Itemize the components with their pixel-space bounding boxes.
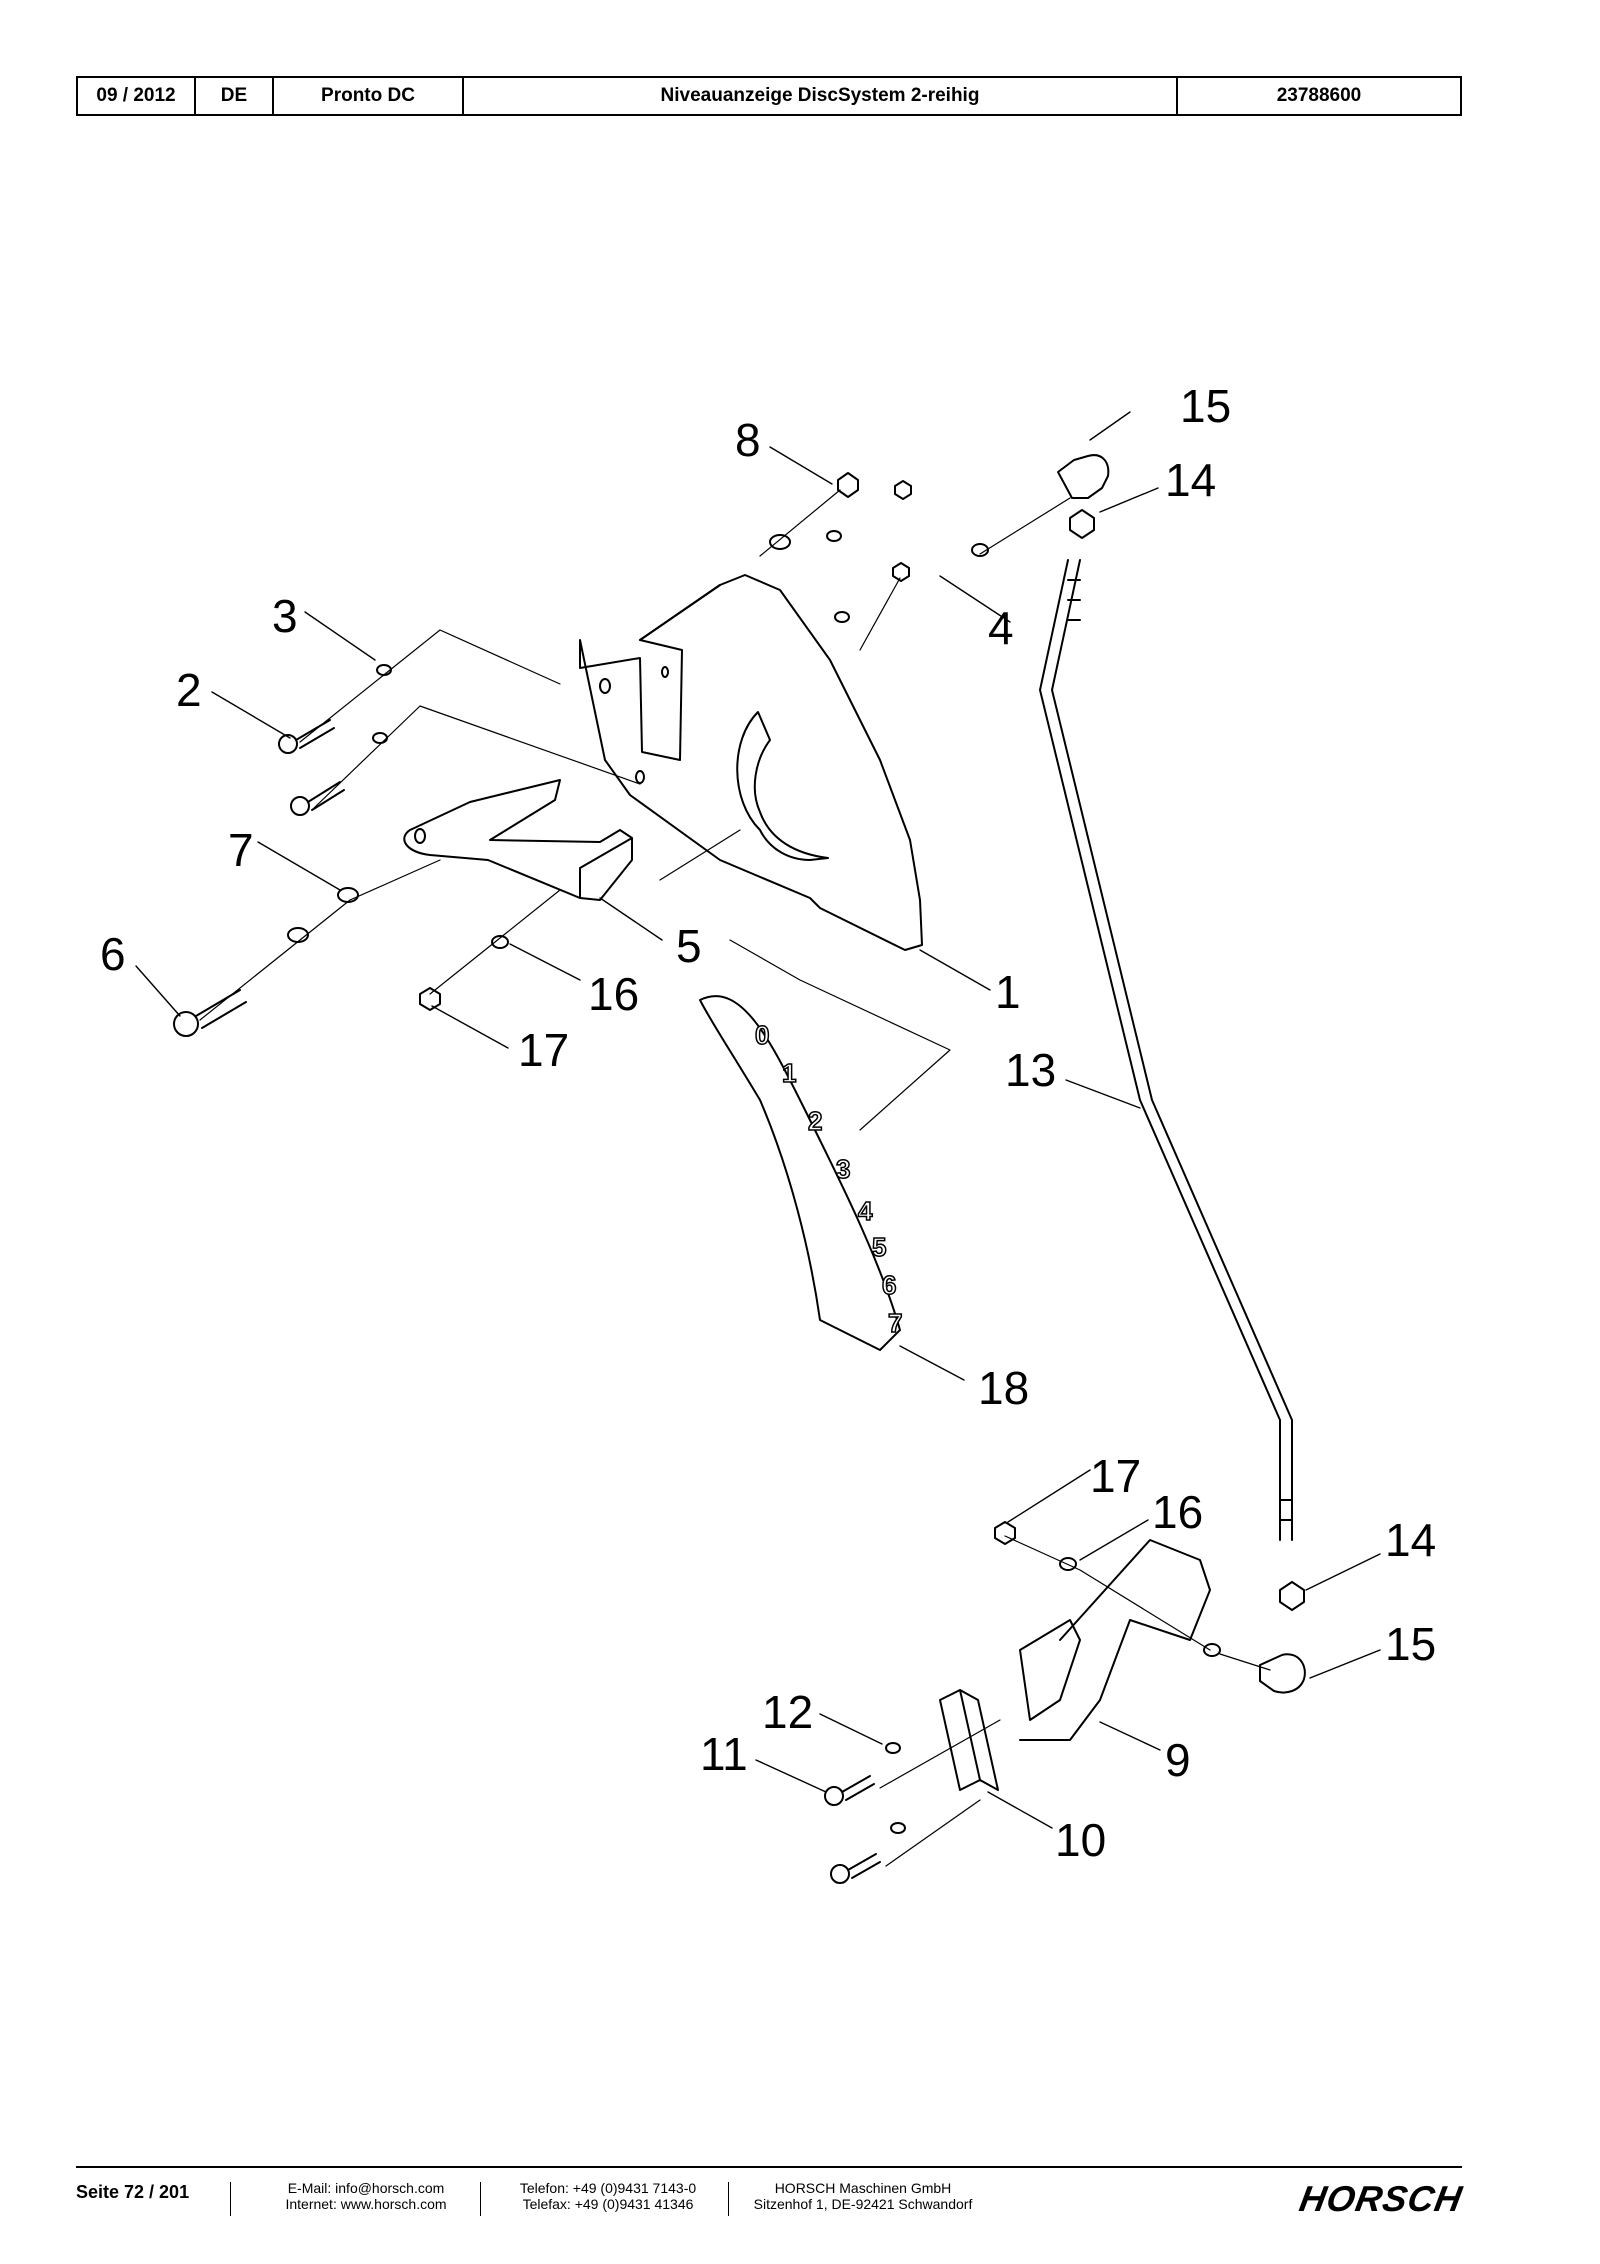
scale-number: 1 (782, 1058, 796, 1088)
callout-1: 1 (995, 966, 1021, 1018)
scale-number: 2 (808, 1106, 822, 1136)
callout-11: 11 (700, 1728, 748, 1780)
callout-18: 18 (978, 1362, 1029, 1414)
callout-10: 10 (1055, 1814, 1106, 1866)
footer-separator (230, 2182, 231, 2216)
scale-number: 5 (872, 1232, 886, 1262)
footer-email: E-Mail: info@horsch.com (287, 2180, 445, 2196)
part-1-plate (579, 574, 923, 951)
scale-number: 0 (755, 1020, 769, 1050)
callout-17-top: 17 (518, 1024, 569, 1076)
callout-7: 7 (228, 824, 254, 876)
footer-separator (728, 2182, 729, 2216)
callout-2: 2 (176, 664, 202, 716)
callout-14-bottom: 14 (1385, 1514, 1436, 1566)
callout-5: 5 (676, 920, 702, 972)
callout-4: 4 (988, 602, 1014, 654)
callout-15-bottom: 15 (1385, 1618, 1436, 1670)
callout-9: 9 (1165, 1734, 1191, 1786)
part-13-rod (1039, 559, 1281, 1541)
header-part-number: 23788600 (1276, 85, 1362, 106)
scale-number: 6 (882, 1270, 896, 1300)
scale-number: 3 (836, 1154, 850, 1184)
footer-fax: Telefax: +49 (0)9431 41346 (522, 2196, 694, 2212)
header-model: Pronto DC (274, 78, 464, 114)
part-18-scale (699, 995, 901, 1351)
callout-8: 8 (735, 414, 761, 466)
callout-13: 13 (1005, 1044, 1056, 1096)
callout-17-bottom: 17 (1090, 1450, 1141, 1502)
footer: Seite 72 / 201 E-Mail: info@horsch.com I… (76, 2178, 1466, 2238)
part-10-plate (939, 1689, 999, 1791)
part-14-nut-bottom (1279, 1581, 1305, 1611)
header-language: DE (196, 78, 274, 114)
header-table: 09 / 2012 DE Pronto DC Niveauanzeige Dis… (76, 76, 1462, 116)
callout-16-bottom: 16 (1152, 1486, 1203, 1538)
footer-company: HORSCH Maschinen GmbH (774, 2180, 952, 2196)
part-9-lower-bracket (1019, 1619, 1081, 1721)
footer-separator (480, 2182, 481, 2216)
footer-contact-phone: Telefon: +49 (0)9431 7143-0 Telefax: +49… (508, 2180, 708, 2212)
callout-15-top: 15 (1180, 380, 1231, 432)
footer-address: Sitzenhof 1, DE-92421 Schwandorf (753, 2196, 973, 2212)
part-15-joint-top (1057, 454, 1110, 499)
footer-contact-web: E-Mail: info@horsch.com Internet: www.ho… (266, 2180, 466, 2212)
header-date: 09 / 2012 (78, 78, 196, 114)
header-title: Niveauanzeige DiscSystem 2-reihig (464, 78, 1178, 114)
footer-internet: Internet: www.horsch.com (285, 2196, 447, 2212)
scale-number: 4 (858, 1196, 873, 1226)
footer-rule (76, 2166, 1462, 2168)
part-15-joint-bottom (1259, 1653, 1306, 1694)
callout-3: 3 (272, 590, 298, 642)
scale-number: 7 (888, 1308, 902, 1338)
part-14-nut-top (1069, 509, 1095, 539)
part-5-bracket (403, 779, 633, 901)
callout-6: 6 (100, 928, 126, 980)
horsch-logo: HORSCH (1296, 2178, 1466, 2219)
callout-14-top: 14 (1165, 454, 1216, 506)
footer-company-block: HORSCH Maschinen GmbH Sitzenhof 1, DE-92… (738, 2180, 988, 2212)
page-number: Seite 72 / 201 (76, 2182, 190, 2202)
callout-16-top: 16 (588, 968, 639, 1020)
callout-12: 12 (762, 1686, 813, 1738)
footer-phone: Telefon: +49 (0)9431 7143-0 (519, 2180, 697, 2196)
